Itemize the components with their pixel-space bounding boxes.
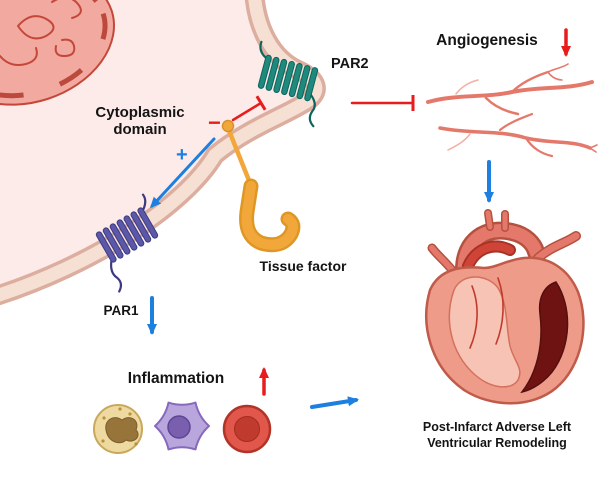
- infarcted-wall: [520, 281, 569, 394]
- par1-label: PAR1: [103, 303, 139, 318]
- par1-receptor-icon: [95, 193, 159, 293]
- pulmonary-artery: [464, 242, 514, 270]
- activation-arrows: [147, 137, 494, 409]
- angiogenesis-label: Angiogenesis: [436, 32, 538, 49]
- inhibition-minus-sign: −: [208, 110, 221, 135]
- par2-tail-bottom: [308, 93, 316, 128]
- receptor-helix: [130, 211, 152, 243]
- cytoplasmic-domain-line1: Cytoplasmic: [95, 104, 185, 121]
- arch-branch: [485, 210, 493, 230]
- remodeling-label: Post-Infarct Adverse Left Ventricular Re…: [423, 419, 571, 451]
- activation-arrow-tf-to-par1: [149, 137, 216, 209]
- coronary-vessel: [469, 285, 478, 349]
- receptor-helix: [273, 58, 288, 93]
- left-ventricle-cavity: [448, 276, 521, 388]
- arrow-inflammation-to-heart: [310, 396, 359, 409]
- neutrophil-icon: [93, 404, 143, 454]
- chromatin-squiggles: [0, 0, 82, 66]
- tissue-factor-icon: [221, 119, 301, 253]
- par2-tail-top: [259, 40, 267, 59]
- par2-label: PAR2: [331, 56, 369, 72]
- receptor-helix: [288, 63, 303, 98]
- aorta-arch: [457, 224, 543, 277]
- receptor-helix: [304, 67, 319, 102]
- inflammation-label: Inflammation: [127, 370, 225, 387]
- right-vessel: [534, 232, 580, 262]
- activation-plus-sign: +: [176, 144, 188, 166]
- par1-tail-bottom: [110, 259, 123, 293]
- tissue-factor-label: Tissue factor: [259, 258, 347, 274]
- macrophage-icon: [154, 401, 210, 451]
- receptor-helix: [265, 56, 280, 91]
- tissue-factor-body: [241, 181, 298, 250]
- inflammation-cells: [93, 401, 272, 454]
- coronary-vessel: [495, 277, 504, 345]
- left-vessel: [429, 245, 455, 273]
- tissue-factor-stalk: [225, 125, 253, 186]
- remodeling-line1: Post-Infarct Adverse Left: [422, 420, 572, 434]
- par2-receptor-icon: [257, 40, 319, 128]
- red-blood-cell-icon: [222, 404, 272, 454]
- receptor-helix: [116, 219, 138, 251]
- inhibition-marks: [231, 28, 571, 396]
- heart-icon: [425, 209, 585, 405]
- cytoplasmic-domain-line2: domain: [113, 121, 167, 139]
- nucleus-icon: [0, 0, 115, 106]
- receptor-helix: [109, 223, 131, 255]
- inhibition-line-tf-to-par2: [231, 95, 267, 122]
- receptor-helix: [257, 54, 272, 89]
- tissue-factor-cytoplasmic-dot: [221, 119, 235, 133]
- receptor-helix: [137, 207, 159, 239]
- receptor-helix: [102, 227, 124, 259]
- remodeling-line2: Ventricular Remodeling: [427, 436, 567, 450]
- par1-tail-top: [141, 193, 147, 211]
- blood-vessels-icon: [426, 63, 598, 158]
- receptor-helix: [296, 65, 311, 100]
- receptor-helix: [123, 215, 145, 247]
- receptor-helix: [281, 60, 295, 96]
- receptor-helix: [95, 231, 117, 263]
- cytoplasmic-domain-label: Cytoplasmic domain: [95, 104, 184, 139]
